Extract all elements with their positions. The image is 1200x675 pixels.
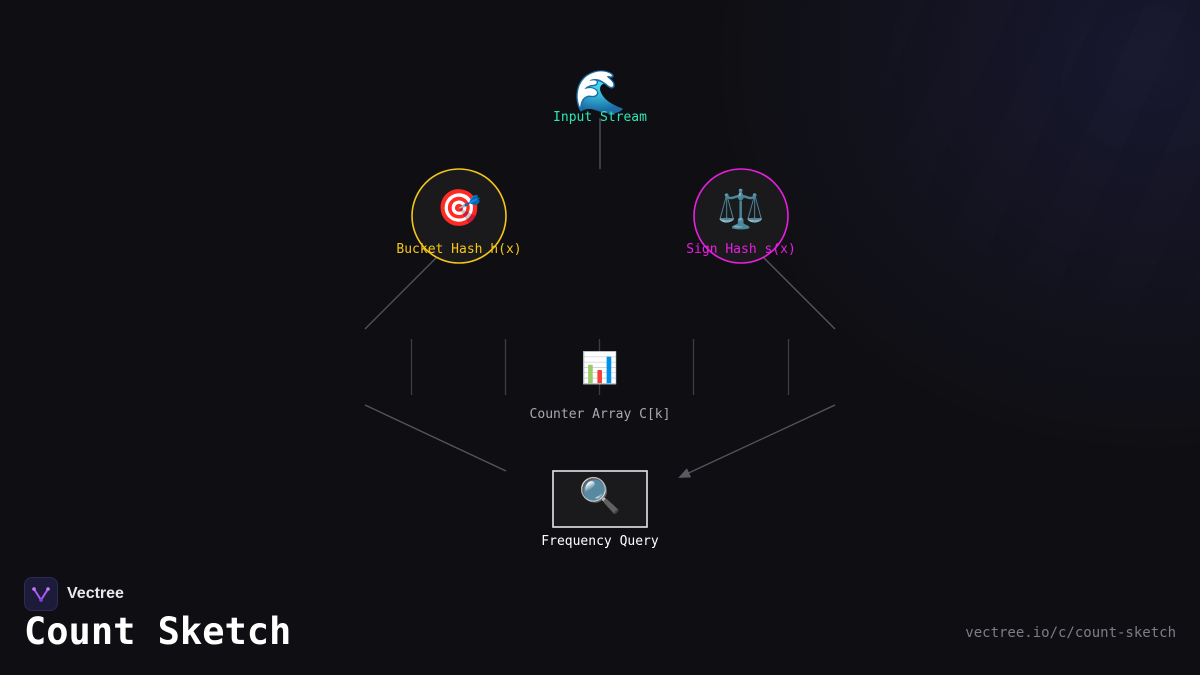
balance-scale-icon: ⚖️ (717, 187, 765, 231)
bucket-hash-label: Bucket Hash h(x) (396, 242, 522, 257)
bar-chart-icon: 📊 (581, 351, 619, 386)
wave-icon: 🌊 (573, 67, 627, 116)
vectree-logo-icon (24, 577, 58, 611)
brand[interactable]: Vectree (24, 577, 124, 611)
target-icon: 🎯 (436, 188, 482, 229)
edge-sign-to-array (762, 256, 836, 330)
source-url[interactable]: vectree.io/c/count-sketch (965, 625, 1176, 641)
edge-bucket-to-array (364, 256, 438, 330)
sign-hash-label: Sign Hash s(x) (686, 242, 796, 257)
frequency-query-node (552, 470, 648, 528)
bucket-hash-node (411, 168, 507, 264)
input-stream-label: Input Stream (553, 110, 647, 125)
page-title: Count Sketch (24, 610, 292, 653)
sign-hash-node (693, 168, 789, 264)
edge-array-right-to-query (678, 404, 836, 478)
counter-array-label: Counter Array C[k] (529, 407, 671, 422)
frequency-query-label: Frequency Query (541, 534, 659, 549)
edge-array-left-to-query (364, 404, 507, 472)
brand-name: Vectree (67, 585, 124, 602)
magnifier-icon: 🔍 (578, 476, 622, 516)
